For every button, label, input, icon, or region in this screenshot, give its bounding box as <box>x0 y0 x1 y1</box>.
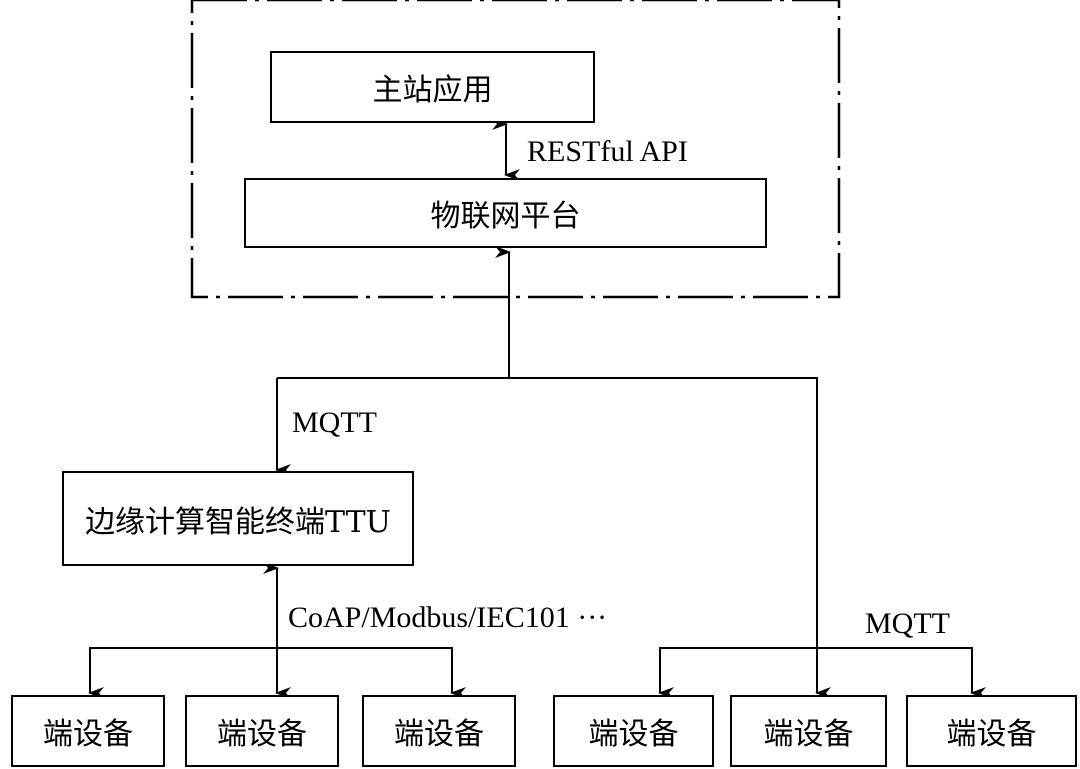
device-box-right-1: 端设备 <box>553 695 714 767</box>
device-label: 端设备 <box>946 717 1037 752</box>
ttu-box: 边缘计算智能终端TTU <box>62 471 414 566</box>
restful-api-label: RESTful API <box>527 135 688 168</box>
device-box-left-1: 端设备 <box>11 695 165 767</box>
mqtt-label-right: MQTT <box>865 607 950 640</box>
iot-platform-box: 物联网平台 <box>244 178 767 248</box>
iot-platform-label: 物联网平台 <box>430 199 581 234</box>
mqtt-label-left: MQTT <box>292 406 377 439</box>
trunk-line <box>277 377 818 681</box>
device-label: 端设备 <box>217 717 307 752</box>
device-box-right-3: 端设备 <box>906 695 1077 767</box>
device-label: 端设备 <box>394 717 484 752</box>
master-app-box: 主站应用 <box>270 51 595 123</box>
downlink-protocols-label: CoAP/Modbus/IEC101 ··· <box>288 601 608 634</box>
device-label: 端设备 <box>588 717 679 752</box>
device-box-left-3: 端设备 <box>362 695 516 767</box>
left-branch-line <box>89 647 453 681</box>
device-label: 端设备 <box>763 717 854 752</box>
cloud-group-boundary <box>190 0 841 299</box>
device-box-right-2: 端设备 <box>730 695 887 767</box>
ttu-label: 边缘计算智能终端TTU <box>85 504 391 540</box>
device-label: 端设备 <box>43 717 133 752</box>
device-box-left-2: 端设备 <box>185 695 339 767</box>
master-app-label: 主站应用 <box>372 73 493 108</box>
